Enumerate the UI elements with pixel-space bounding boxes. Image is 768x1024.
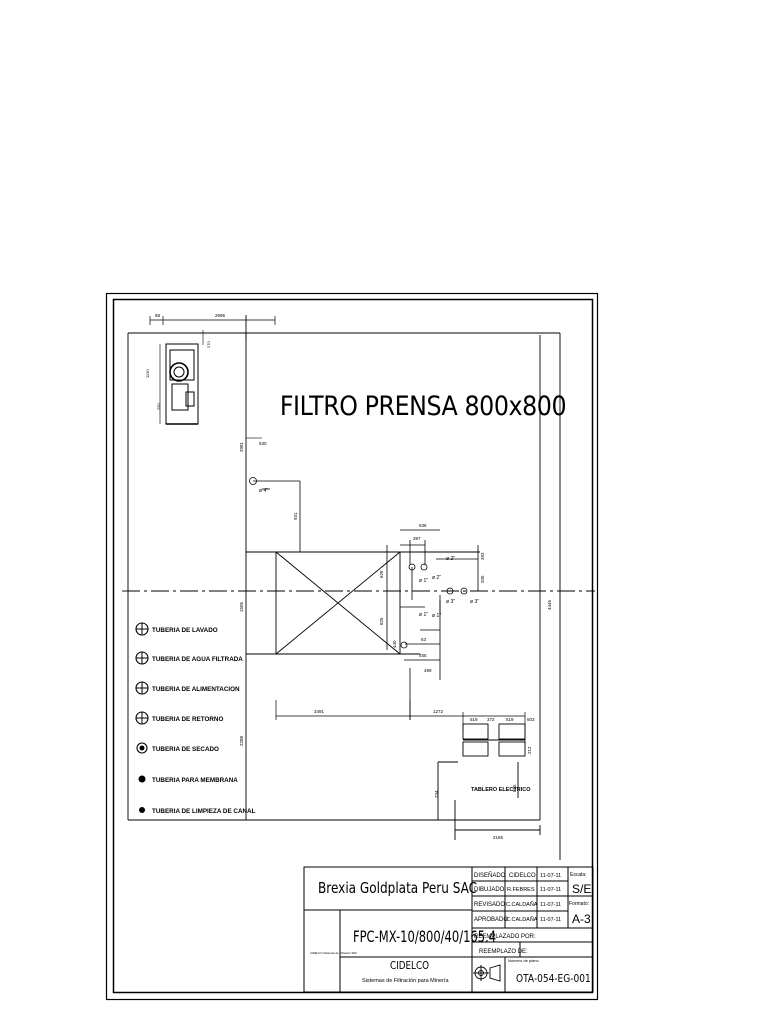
dim-63: 63: [421, 637, 427, 642]
dim-393: 393: [480, 552, 485, 560]
row-date-3: 11-07-11: [540, 902, 561, 908]
secado-symbol-icon: [136, 742, 148, 754]
row-name-1: CIDELCO: [509, 873, 536, 879]
dim-397: 397: [413, 536, 421, 541]
dim-250: 250: [156, 403, 161, 410]
dim-499: 499: [424, 668, 432, 673]
filter-end-view: [159, 330, 204, 425]
reemplazado-por-label: REEMPLAZADO POR:: [474, 934, 536, 940]
filter-body: [246, 551, 480, 655]
drawing-title: FILTRO PRENSA 800x800: [280, 390, 566, 422]
pipe-4in: [249, 477, 301, 552]
firm-name: CIDELCO: [390, 960, 429, 972]
title-block: [303, 866, 594, 993]
dim-88: 88: [155, 313, 161, 318]
row-role-2: DIBUJADO: [474, 887, 505, 893]
dim-335: 335: [480, 575, 485, 583]
escala-label: Escala:: [570, 872, 586, 878]
dim-4445: 4445: [547, 599, 552, 610]
top-dimension: [149, 316, 276, 325]
row-name-4: C.CALDAÑA: [506, 916, 538, 923]
legend-label: TUBERIA DE ALIMENTACION: [152, 686, 240, 693]
dim-530: 530: [259, 441, 267, 446]
pipe-cluster: [386, 529, 479, 720]
tablero-label: TABLERO ELECTRICO: [471, 787, 531, 793]
dim-734: 734: [434, 790, 439, 798]
dim-455: 455: [419, 653, 427, 658]
row-name-2: R.FEBRES: [507, 887, 535, 893]
dim-372: 372: [487, 717, 495, 722]
company-name: Brexia Goldplata Peru SAC: [318, 880, 477, 898]
row-date-1: 11-07-11: [540, 873, 561, 879]
dim-628: 628: [379, 570, 384, 578]
electrical-panel: [437, 723, 541, 840]
numero-plano: OTA-054-EG-001: [516, 973, 591, 985]
dim-2696: 2696: [215, 313, 226, 318]
row-role-1: DISEÑADO: [474, 872, 506, 879]
legend-item: TUBERIA DE SECADO: [136, 742, 219, 754]
diameter-3in-a: ø 3": [446, 599, 455, 605]
diameter-1in-b: ø 1": [419, 612, 428, 618]
limpieza-canal-symbol-icon: [139, 807, 145, 813]
diameter-2in-a: ø 2": [446, 556, 455, 562]
legend-label: TUBERIA DE RETORNO: [152, 716, 223, 723]
dim-2165: 2165: [493, 835, 504, 840]
dim-1272: 1272: [433, 709, 444, 714]
row-name-3: C.CALDAÑA: [506, 901, 538, 908]
legend-item: TUBERIA DE ALIMENTACION: [135, 681, 240, 695]
legend-label: TUBERIA DE SECADO: [152, 746, 219, 753]
projection-symbol-icon: [473, 964, 501, 982]
legend-item: TUBERIA DE LIMPIEZA DE CANAL: [139, 807, 256, 815]
legend-item: TUBERIA DE RETORNO: [135, 711, 223, 725]
legend-item: TUBERIA DE LAVADO: [135, 622, 218, 636]
legend-label: TUBERIA DE AGUA FILTRADA: [152, 656, 243, 663]
dim-2981: 2981: [239, 441, 244, 452]
legend-label: TUBERIA DE LIMPIEZA DE CANAL: [152, 808, 256, 815]
dim-815: 815: [512, 784, 517, 792]
dim-440: 440: [392, 640, 397, 648]
dim-603: 603: [527, 717, 535, 722]
diameter-4in: ø 4": [259, 488, 268, 494]
row-role-3: REVISADO: [474, 902, 505, 908]
dim-931: 931: [293, 512, 298, 520]
dim-3491: 3491: [314, 709, 325, 714]
diameter-1in-c: ø 1": [432, 613, 441, 619]
escala-value: S/E: [572, 882, 591, 896]
drawing-code: FPC-MX-10/800/40/165.4: [353, 928, 496, 946]
dim-636: 636: [419, 523, 427, 528]
margin-note: CIDELCO Sistemas de Filtración SPA: [310, 951, 357, 955]
dim-519a: 519: [470, 717, 478, 722]
dim-270: 270: [206, 341, 211, 348]
row-date-4: 11-07-11: [540, 917, 561, 923]
diameter-2in-b: ø 2": [432, 575, 441, 581]
formato-value: A-3: [572, 912, 591, 926]
row-date-2: 11-07-11: [540, 887, 561, 893]
dim-212: 212: [527, 746, 532, 754]
reemplazo-de-label: REEMPLAZO DE:: [479, 949, 528, 955]
diameter-3in-b: ø 3": [470, 599, 479, 605]
diameter-1in-a: ø 1": [419, 578, 428, 584]
legend-label: TUBERIA PARA MEMBRANA: [152, 777, 238, 784]
legend-item: TUBERIA DE AGUA FILTRADA: [135, 651, 243, 665]
formato-label: Formato:: [569, 901, 589, 907]
numero-label: Número de plano: [508, 958, 539, 963]
drawing-area: [127, 315, 561, 860]
firm-subtitle: Sistemas de Filtración para Minería: [362, 978, 449, 984]
legend-label: TUBERIA DE LAVADO: [152, 627, 218, 634]
dim-519b: 519: [506, 717, 514, 722]
dim-825: 825: [379, 617, 384, 625]
dim-1130: 1130: [145, 369, 150, 378]
dim-1505: 1505: [239, 601, 244, 612]
outer-border: [105, 292, 599, 1001]
membrana-symbol-icon: [138, 775, 146, 783]
legend-item: TUBERIA PARA MEMBRANA: [138, 775, 238, 784]
dim-2288: 2288: [239, 735, 244, 746]
legend: TUBERIA DE LAVADO TUBERIA DE AGUA FILTRA…: [135, 622, 256, 815]
row-role-4: APROBADO: [474, 917, 508, 923]
